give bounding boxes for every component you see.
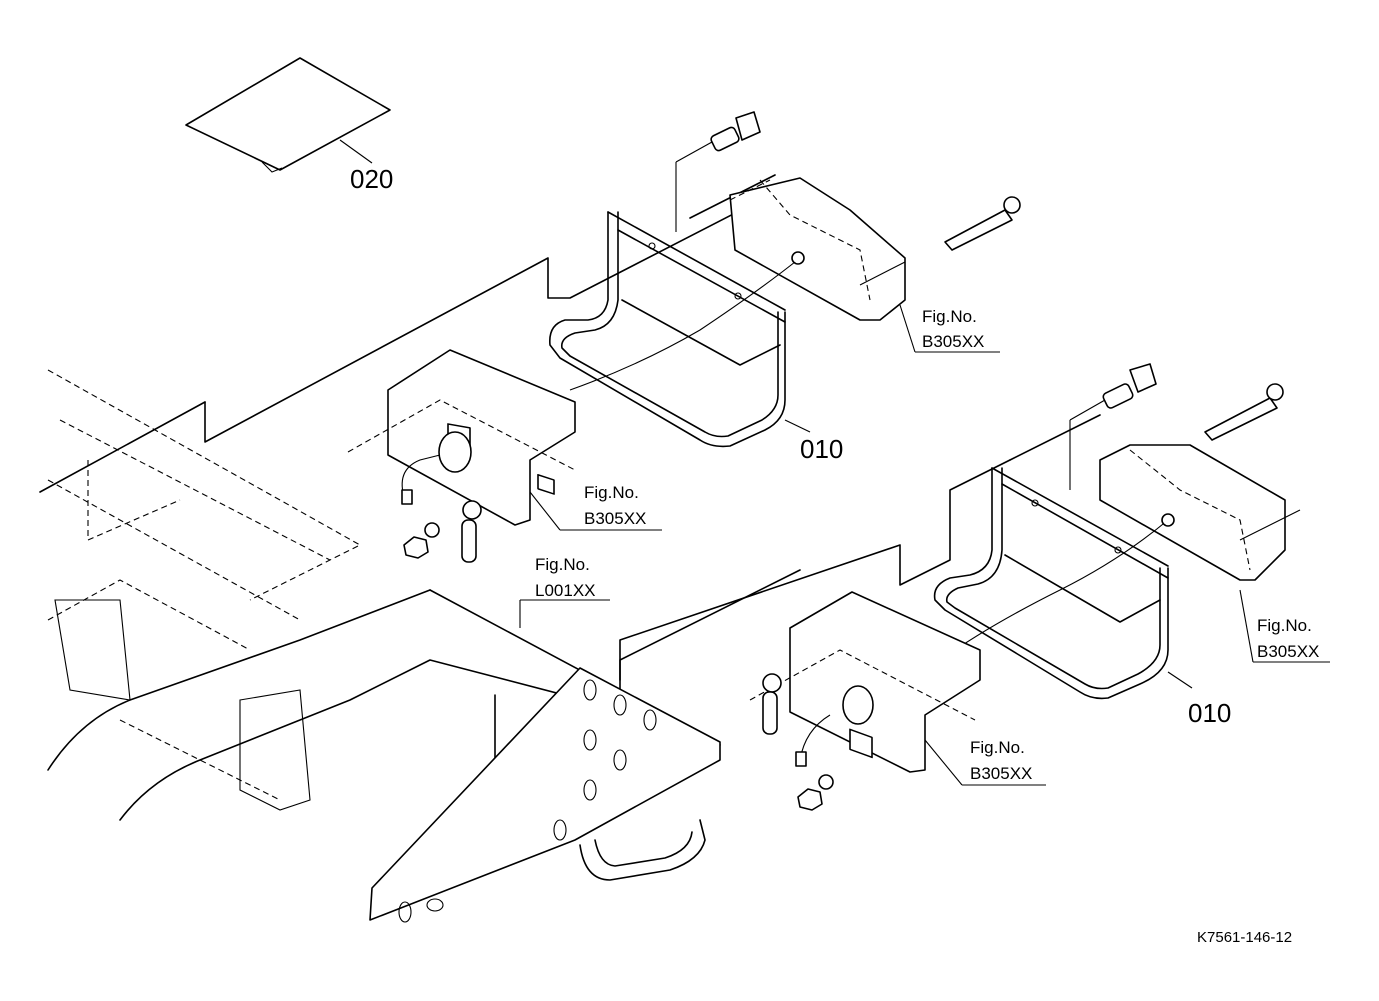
fig-ref-code: B305XX bbox=[970, 764, 1032, 783]
fig-ref-label: Fig.No. bbox=[584, 483, 639, 502]
callout-010-upper: 010 bbox=[800, 434, 843, 464]
fig-ref-frame: Fig.No. L001XX bbox=[535, 555, 596, 600]
fig-ref-code: L001XX bbox=[535, 581, 596, 600]
lower-bolt-1 bbox=[1069, 363, 1157, 490]
lower-bolt-2 bbox=[1204, 383, 1284, 441]
step-tread bbox=[369, 667, 721, 923]
upper-nut-washer-set bbox=[401, 454, 482, 563]
fig-ref-lower-right: Fig.No. B305XX bbox=[1257, 616, 1319, 661]
lower-frame-bracket bbox=[619, 414, 1101, 681]
upper-wire bbox=[569, 257, 801, 391]
fig-ref-upper-center: Fig.No. B305XX bbox=[584, 483, 646, 528]
fig-ref-label: Fig.No. bbox=[535, 555, 590, 574]
upper-bolt-2 bbox=[944, 196, 1021, 251]
fig-ref-code: B305XX bbox=[922, 332, 984, 351]
drawing-id: K7561-146-12 bbox=[1197, 929, 1292, 946]
upper-bolt-1 bbox=[675, 111, 761, 232]
fig-ref-code: B305XX bbox=[1257, 642, 1319, 661]
leader-lines bbox=[899, 304, 1330, 663]
lower-lamp-housing bbox=[1099, 444, 1301, 581]
lower-lamp-bracket bbox=[749, 591, 1046, 786]
callout-010-lower: 010 bbox=[1188, 698, 1231, 728]
lower-nut-washer-set bbox=[762, 673, 834, 811]
fig-ref-label: Fig.No. bbox=[922, 307, 977, 326]
upper-lamp-housing bbox=[729, 177, 906, 321]
fig-ref-upper-right: Fig.No. B305XX bbox=[922, 307, 984, 351]
lower-step-handle-010 bbox=[933, 467, 1193, 700]
upper-step-handle-010 bbox=[548, 211, 811, 448]
frame-l001xx bbox=[47, 369, 721, 821]
decal-sheet-020 bbox=[185, 57, 391, 173]
fig-ref-lower-center: Fig.No. B305XX bbox=[970, 738, 1032, 783]
lower-wire bbox=[957, 519, 1169, 649]
callout-020: 020 bbox=[350, 164, 393, 194]
fig-ref-code: B305XX bbox=[584, 509, 646, 528]
upper-lamp-bracket bbox=[347, 349, 662, 531]
fig-ref-label: Fig.No. bbox=[970, 738, 1025, 757]
fig-ref-label: Fig.No. bbox=[1257, 616, 1312, 635]
